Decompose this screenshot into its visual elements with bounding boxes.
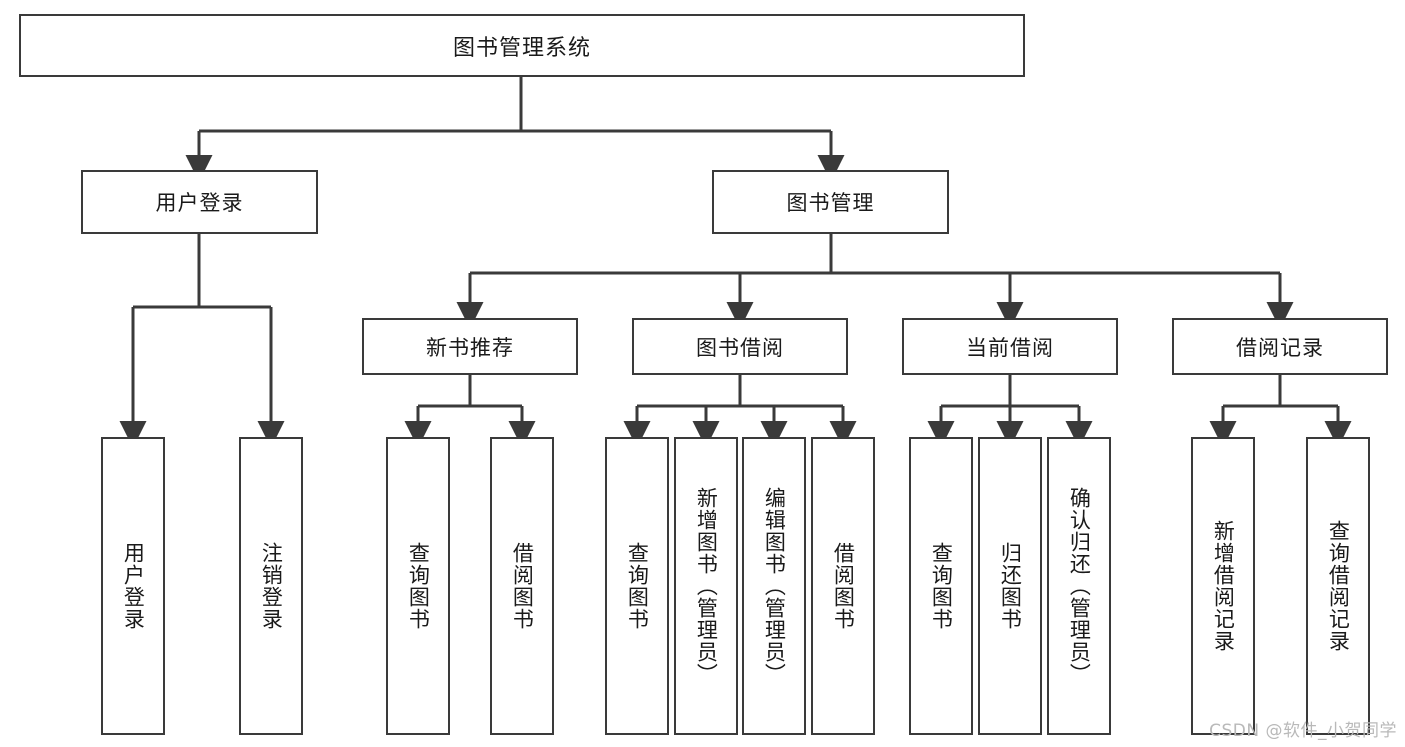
leaf-new-book-query[interactable]: 查询图书	[386, 437, 450, 735]
node-book-management[interactable]: 图书管理	[712, 170, 949, 234]
node-borrow-record[interactable]: 借阅记录	[1172, 318, 1388, 375]
leaf-book-borrow-edit[interactable]: 编辑图书（管理员）	[742, 437, 806, 735]
leaf-current-borrow-return[interactable]: 归还图书	[978, 437, 1042, 735]
node-new-book-recommend[interactable]: 新书推荐	[362, 318, 578, 375]
node-label: 用户登录	[155, 191, 244, 215]
node-label: 注销登录	[259, 542, 284, 630]
node-label: 查询图书	[929, 542, 954, 630]
leaf-borrow-record-add[interactable]: 新增借阅记录	[1191, 437, 1255, 735]
leaf-new-book-borrow[interactable]: 借阅图书	[490, 437, 554, 735]
node-label: 新增图书（管理员）	[694, 487, 719, 685]
node-current-borrow[interactable]: 当前借阅	[902, 318, 1118, 375]
node-label: 当前借阅	[966, 335, 1054, 360]
leaf-book-borrow-borrow[interactable]: 借阅图书	[811, 437, 875, 735]
node-label: 新书推荐	[426, 335, 514, 360]
leaf-borrow-record-query[interactable]: 查询借阅记录	[1306, 437, 1370, 735]
watermark-text: CSDN @软件_小贺同学	[1209, 721, 1397, 741]
node-label: 借阅图书	[510, 542, 535, 630]
leaf-current-borrow-query[interactable]: 查询图书	[909, 437, 973, 735]
node-label: 查询图书	[625, 542, 650, 630]
node-root-system[interactable]: 图书管理系统	[19, 14, 1025, 77]
node-label: 图书管理	[786, 191, 875, 215]
node-label: 借阅记录	[1236, 335, 1324, 360]
node-label: 图书借阅	[696, 335, 784, 360]
node-label: 确认归还（管理员）	[1067, 487, 1092, 685]
leaf-current-borrow-confirm-return[interactable]: 确认归还（管理员）	[1047, 437, 1111, 735]
node-label: 查询图书	[406, 542, 431, 630]
node-label: 借阅图书	[831, 542, 856, 630]
node-label: 编辑图书（管理员）	[762, 487, 787, 685]
node-label: 用户登录	[121, 542, 146, 630]
node-book-borrow[interactable]: 图书借阅	[632, 318, 848, 375]
leaf-book-borrow-query[interactable]: 查询图书	[605, 437, 669, 735]
leaf-user-login-logout[interactable]: 注销登录	[239, 437, 303, 735]
node-label: 新增借阅记录	[1211, 520, 1236, 652]
node-label: 归还图书	[998, 542, 1023, 630]
node-label: 图书管理系统	[452, 35, 591, 61]
node-label: 查询借阅记录	[1326, 520, 1351, 652]
leaf-book-borrow-add[interactable]: 新增图书（管理员）	[674, 437, 738, 735]
leaf-user-login-login[interactable]: 用户登录	[101, 437, 165, 735]
node-user-login[interactable]: 用户登录	[81, 170, 318, 234]
